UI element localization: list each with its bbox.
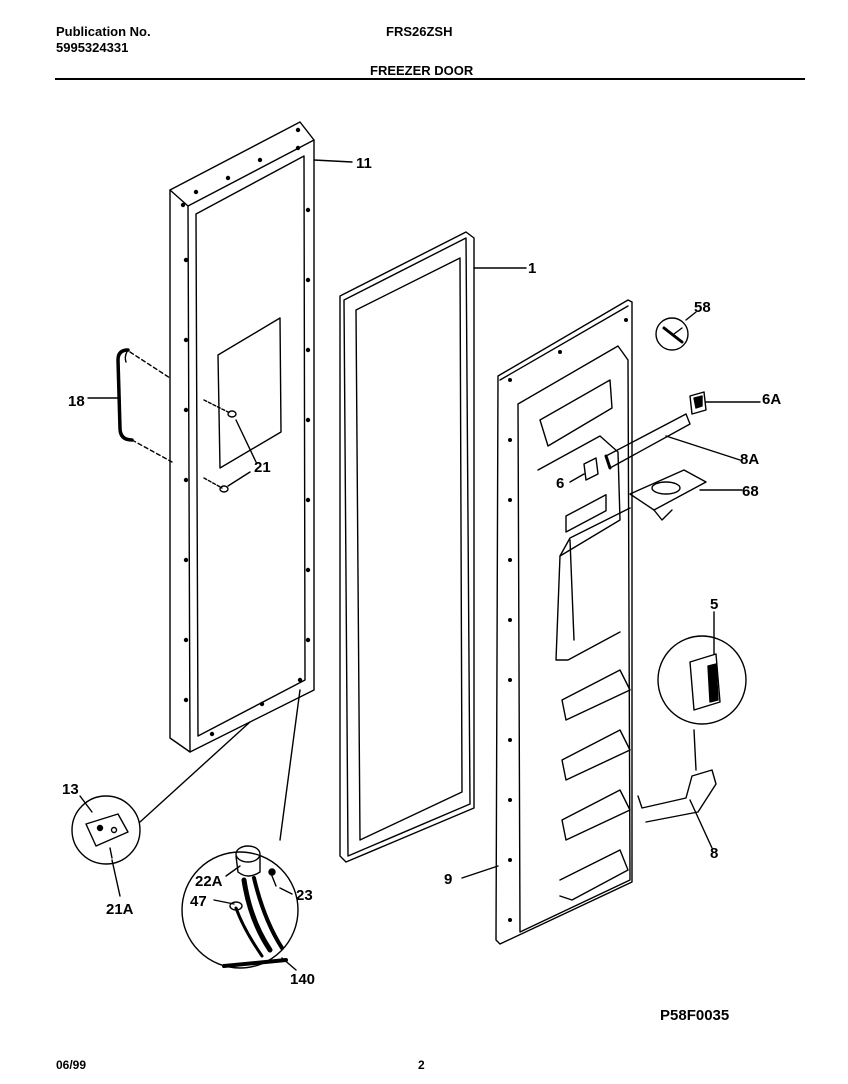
- callout-6: 6: [556, 475, 565, 492]
- detail-13: [72, 722, 250, 896]
- footer-date: 06/99: [56, 1058, 87, 1072]
- callout-9: 9: [444, 871, 453, 888]
- publication-number: 5995324331: [56, 40, 129, 55]
- detail-light-socket: [182, 690, 300, 970]
- door-screws: [204, 400, 256, 492]
- callout-47: 47: [190, 893, 207, 910]
- callout-8A: 8A: [740, 451, 760, 468]
- callout-1: 1: [528, 260, 537, 277]
- publication-label: Publication No.: [56, 24, 151, 39]
- part-6: [570, 458, 598, 482]
- screw-58: [656, 312, 696, 350]
- callout-21: 21: [254, 459, 271, 476]
- callout-68: 68: [742, 483, 759, 500]
- callout-5: 5: [710, 596, 719, 613]
- callout-22A: 22A: [195, 873, 223, 890]
- clip-6A: [690, 392, 760, 414]
- callout-58: 58: [694, 299, 711, 316]
- callout-21A: 21A: [106, 901, 134, 918]
- callout-23: 23: [296, 887, 313, 904]
- door-handle: [88, 350, 172, 462]
- callout-13: 13: [62, 781, 79, 798]
- bar-8A: [606, 414, 740, 468]
- footer-page: 2: [418, 1058, 425, 1072]
- callout-6A: 6A: [762, 391, 782, 408]
- callout-140: 140: [290, 971, 316, 988]
- inner-door-liner: [462, 300, 632, 944]
- header-rule: [55, 78, 805, 80]
- callout-11: 11: [356, 155, 372, 172]
- diagram-code: P58F0035: [660, 1007, 730, 1024]
- outer-door-panel: [170, 122, 352, 752]
- model-number: FRS26ZSH: [386, 24, 453, 39]
- door-gasket: [340, 232, 526, 862]
- section-title: FREEZER DOOR: [370, 63, 474, 78]
- bracket-8: [638, 730, 716, 848]
- callout-18: 18: [68, 393, 85, 410]
- detail-5: [658, 612, 746, 724]
- callout-8: 8: [710, 845, 719, 862]
- tray-68: [630, 470, 742, 520]
